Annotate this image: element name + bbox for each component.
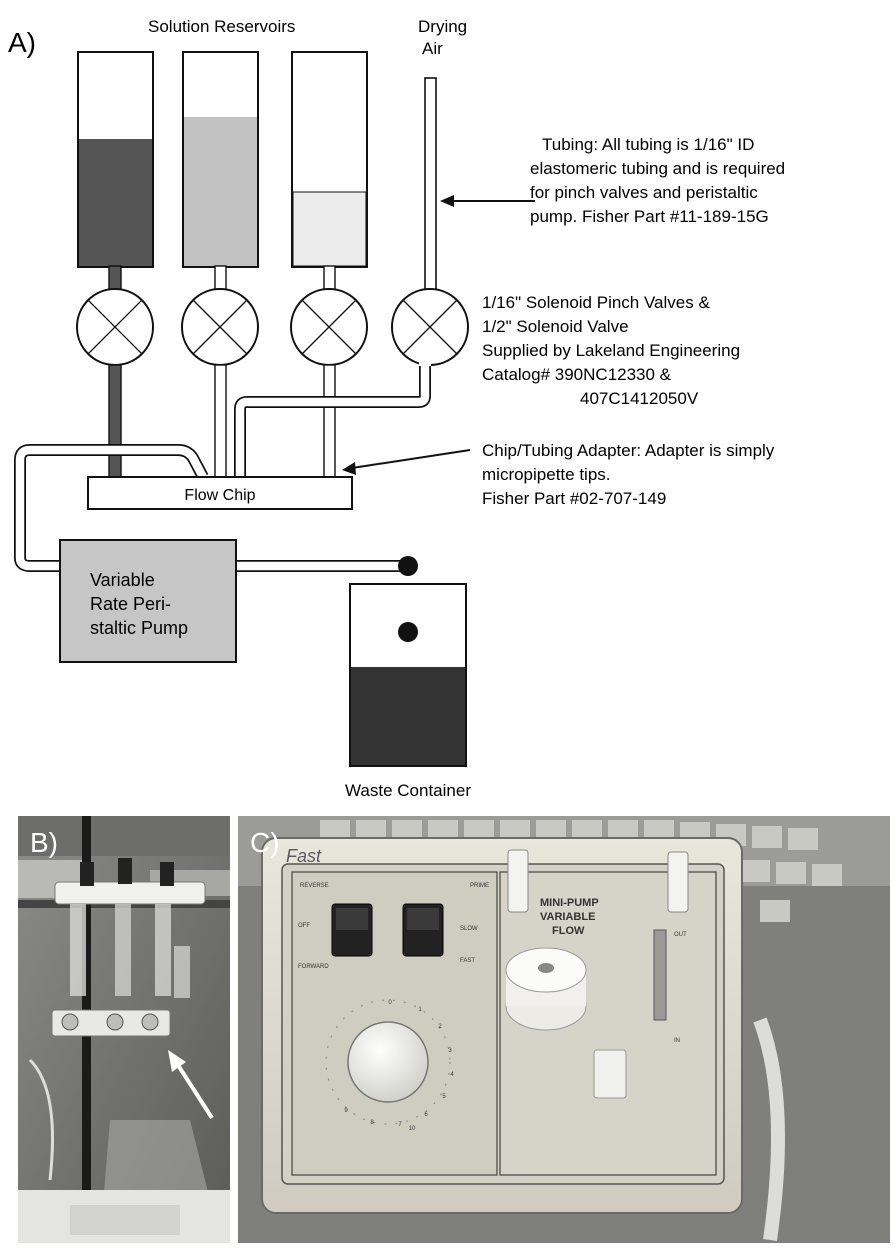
panel-c-photo: C) Fast MINI-PUMP VARIABLE FLOW REVERSE … xyxy=(238,816,890,1243)
drying-air-label-1: Drying xyxy=(418,17,467,36)
pinch-valve-1 xyxy=(77,289,153,365)
tubing-note-3: for pinch valves and peristaltic xyxy=(530,183,758,202)
panel-a: A) Solution Reservoirs Drying Air xyxy=(8,17,785,800)
switch-label-fast: FAST xyxy=(460,958,475,964)
tubing-note-4: pump. Fisher Part #11-189-15G xyxy=(530,207,769,226)
dial-number: 10 xyxy=(409,1126,416,1132)
reservoir-3-fill xyxy=(293,192,366,266)
tubing-note-2: elastomeric tubing and is required xyxy=(530,159,785,178)
switch-label-forward: FORWARD xyxy=(298,964,329,970)
panel-a-label: A) xyxy=(8,27,36,58)
reservoir-2-fill xyxy=(184,117,257,266)
brand-line-3: FLOW xyxy=(552,925,585,937)
adapter-note-2: micropipette tips. xyxy=(482,465,611,484)
port-label-out: OUT xyxy=(674,932,687,938)
reservoir-1 xyxy=(78,52,153,267)
drying-air-tube xyxy=(425,78,436,296)
panel-c-label: C) xyxy=(250,827,280,858)
solenoid-valve xyxy=(392,289,468,365)
pinch-valve-3 xyxy=(291,289,367,365)
port-label-in: IN xyxy=(674,1038,680,1044)
waste-label: Waste Container xyxy=(345,781,471,800)
panel-b-label: B) xyxy=(30,827,58,858)
waste-container xyxy=(350,584,466,766)
flow-chip-label: Flow Chip xyxy=(184,487,255,504)
valve-note-2: 1/2" Solenoid Valve xyxy=(482,317,629,336)
switch-label-off: OFF xyxy=(298,923,310,929)
valve-note-5: 407C1412050V xyxy=(580,389,699,408)
reservoir-1-fill xyxy=(79,139,152,266)
valve-note-1: 1/16" Solenoid Pinch Valves & xyxy=(482,293,710,312)
adapter-note-3: Fisher Part #02-707-149 xyxy=(482,489,666,508)
valve-note-3: Supplied by Lakeland Engineering xyxy=(482,341,740,360)
reservoir-2 xyxy=(183,52,258,267)
adapter-note-1: Chip/Tubing Adapter: Adapter is simply xyxy=(482,441,775,460)
reservoir-3 xyxy=(292,52,367,267)
tubing-note-1: Tubing: All tubing is 1/16" ID xyxy=(542,135,754,154)
pump-label-2: Rate Peri- xyxy=(90,594,171,614)
valve-note-4: Catalog# 390NC12330 & xyxy=(482,365,672,384)
handwritten-note: Fast xyxy=(286,846,322,866)
switch-label-slow: SLOW xyxy=(460,926,478,932)
switch-label-prime: PRIME xyxy=(470,883,489,889)
pump-label-3: staltic Pump xyxy=(90,618,188,638)
brand-line-2: VARIABLE xyxy=(540,911,595,923)
reservoirs-title: Solution Reservoirs xyxy=(148,17,295,36)
pinch-valve-2 xyxy=(182,289,258,365)
drying-air-label-2: Air xyxy=(422,39,443,58)
brand-line-1: MINI-PUMP xyxy=(540,897,599,909)
panel-b-photo: B) xyxy=(18,816,230,1243)
switch-label-reverse: REVERSE xyxy=(300,883,329,889)
pump-label-1: Variable xyxy=(90,570,155,590)
